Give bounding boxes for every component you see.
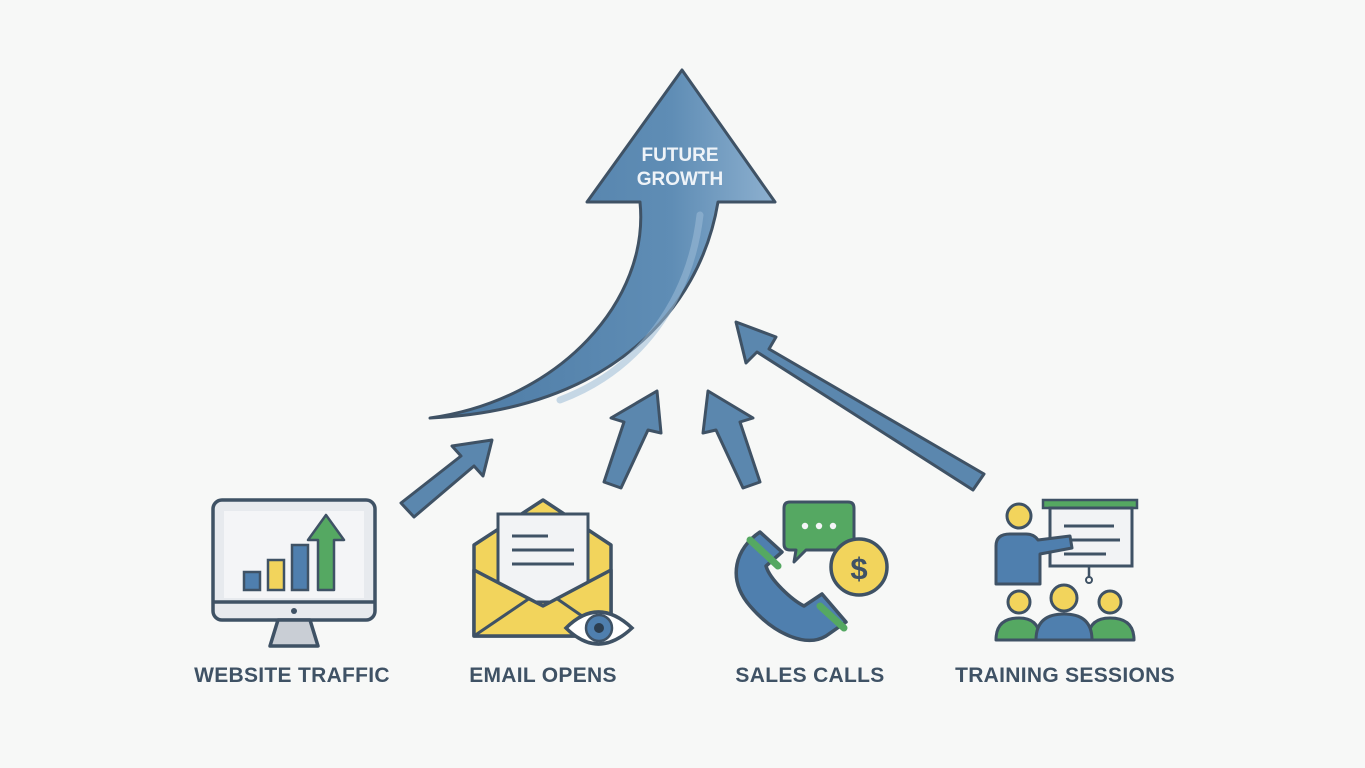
future-growth-label-line2: GROWTH: [636, 169, 724, 190]
input-arrow-3: [701, 389, 762, 490]
training-sessions-label: TRAINING SESSIONS: [955, 664, 1175, 687]
monitor-bar-chart-icon: [211, 498, 377, 648]
website-traffic-label: WEBSITE TRAFFIC: [194, 664, 390, 687]
phone-chat-dollar-icon: $: [734, 500, 889, 642]
svg-text:$: $: [850, 551, 867, 586]
input-arrow-2: [602, 389, 663, 490]
envelope-eye-icon: [472, 498, 635, 646]
input-arrow-4: [734, 320, 986, 492]
input-arrow-1: [399, 438, 494, 519]
email-opens-label: EMAIL OPENS: [469, 664, 617, 687]
future-growth-arrow: [428, 68, 777, 420]
sales-calls-label: SALES CALLS: [735, 664, 885, 687]
presentation-audience-icon: [994, 498, 1139, 642]
future-growth-label-line1: FUTURE: [641, 145, 719, 166]
